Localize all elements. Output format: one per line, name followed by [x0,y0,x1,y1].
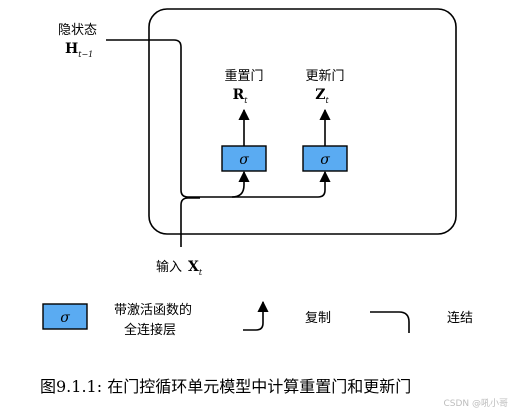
update-gate-symbol: Zt [315,87,329,105]
hidden-state-line [106,39,244,198]
legend-fc-label-2: 全连接层 [124,322,176,338]
update-gate-label: 更新门 [305,68,344,84]
legend-fc-box [42,303,88,330]
reset-gate-fc-box [221,145,267,172]
figure-caption: 图9.1.1: 在门控循环单元模型中计算重置门和更新门 [40,377,411,396]
hidden-state-symbol: Ht−1 [65,41,93,59]
reset-gate-sigma: σ [239,152,249,168]
legend-concat-icon [370,311,410,333]
legend-copy-icon [243,300,269,331]
watermark: CSDN @吼小哥 [443,398,508,409]
legend-copy-label: 复制 [305,311,331,326]
update-gate-sigma: σ [320,152,330,168]
reset-gate-symbol: Rt [233,87,249,105]
update-gate-fc-box [302,145,348,172]
reset-gate-label: 重置门 [224,68,263,84]
hidden-state-label: 隐状态 [58,23,97,38]
concat-to-reset-line [231,170,250,198]
legend-concat-label: 连结 [447,310,473,326]
legend-fc-label-1: 带激活函数的 [114,302,192,318]
concat-to-update-line [244,170,331,198]
legend-fc-sigma: σ [60,310,70,326]
gru-cell-boundary [148,8,457,235]
input-line [180,197,200,247]
